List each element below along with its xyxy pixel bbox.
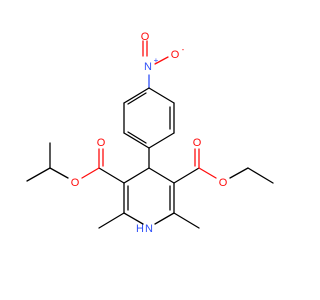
bond-nitro-n-o-right bbox=[154, 56, 169, 65]
ester-right-ether-o-label: O bbox=[219, 177, 228, 189]
bond-ether-o-ch bbox=[49, 167, 69, 179]
nitro-n-label: N bbox=[144, 61, 152, 73]
nitro-group: O N + O - bbox=[141, 31, 185, 89]
ester-left-ether-o-label: O bbox=[71, 177, 80, 189]
ester-left-carbonyl-o-label: O bbox=[97, 137, 106, 149]
bond-benzene-inner-b bbox=[127, 131, 147, 144]
nitro-n-charge: + bbox=[154, 56, 159, 65]
nitro-o-top-label: O bbox=[141, 31, 150, 43]
bond-c2-n1 bbox=[123, 212, 144, 225]
bond-ch-ch3-left bbox=[26, 167, 51, 182]
ester-right-carbonyl-o-label: O bbox=[193, 137, 202, 149]
bond-c4-c3 bbox=[123, 167, 150, 184]
bond-c6-n1 bbox=[154, 212, 175, 225]
nitro-o-right-charge: - bbox=[182, 45, 185, 54]
bond-carbonyl-c-o-ether bbox=[81, 167, 100, 179]
bond-c6-methyl bbox=[173, 212, 200, 229]
dihydropyridine-ring: N H bbox=[123, 167, 175, 235]
bond-c2-methyl bbox=[98, 212, 125, 229]
bond-ether-o-ch2 bbox=[229, 167, 249, 179]
bond-benzene-1-2 bbox=[148, 87, 175, 104]
ring-nh-h-label: H bbox=[136, 223, 144, 235]
bond-c4-c5 bbox=[148, 167, 175, 184]
bond-benzene-6-1 bbox=[123, 87, 150, 104]
isopropyl-ester-group: O O bbox=[26, 137, 125, 189]
bond-benzene-inner-c bbox=[127, 92, 147, 105]
ethyl-ester-group: O O bbox=[173, 137, 274, 189]
bond-benzene-3-4 bbox=[148, 132, 175, 149]
benzene-ring bbox=[123, 87, 175, 149]
bond-c3-carbonyl-c bbox=[98, 167, 125, 184]
bond-benzene-4-5 bbox=[123, 132, 150, 149]
bond-ch2-ch3 bbox=[247, 167, 274, 184]
molecule-structure-diagram: O N + O - N H bbox=[26, 31, 274, 235]
nitro-o-right-label: O bbox=[171, 49, 180, 61]
ring-n-label: N bbox=[145, 223, 153, 235]
bond-carbonyl-c-o-ether bbox=[198, 167, 217, 179]
bond-c5-carbonyl-c bbox=[173, 167, 200, 184]
